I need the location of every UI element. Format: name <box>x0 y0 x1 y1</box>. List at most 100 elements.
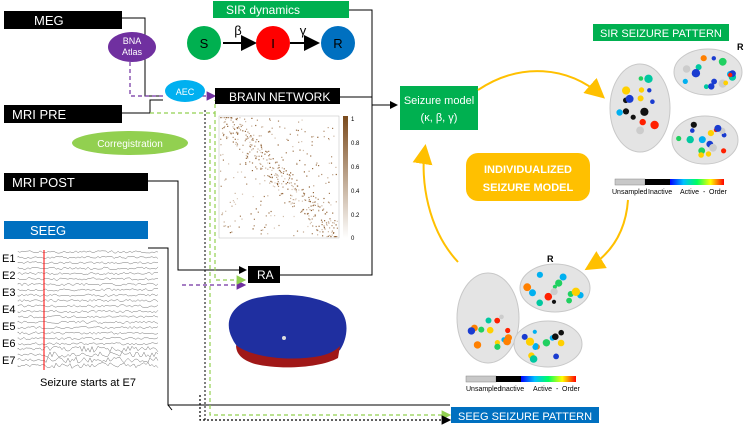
matrix-cell <box>335 224 337 226</box>
matrix-cell <box>312 201 314 204</box>
matrix-cell <box>258 155 260 157</box>
matrix-cell <box>225 178 227 180</box>
eeg-trace <box>17 361 159 369</box>
connectivity-matrix <box>218 115 340 239</box>
matrix-cell <box>333 227 335 229</box>
individualized-model: INDIVIDUALIZED SEIZURE MODEL <box>466 153 590 201</box>
matrix-cell <box>225 136 228 138</box>
matrix-cell <box>332 212 334 214</box>
matrix-cell <box>330 236 332 238</box>
matrix-cell <box>251 125 253 127</box>
matrix-cell <box>275 173 277 175</box>
matrix-cell <box>276 161 278 163</box>
electrode-contact <box>536 299 543 307</box>
matrix-cell <box>245 154 247 157</box>
seeg-electrode-dots <box>467 271 584 363</box>
matrix-cell <box>246 155 249 157</box>
electrode-contact <box>682 78 688 84</box>
matrix-cell <box>321 229 323 231</box>
matrix-cell <box>278 182 280 184</box>
eeg-trace <box>17 261 159 265</box>
matrix-cell <box>259 149 261 151</box>
matrix-cell <box>285 152 287 154</box>
eeg-trace <box>17 351 159 358</box>
matrix-cell <box>247 157 249 159</box>
matrix-cell <box>304 164 306 166</box>
matrix-cell <box>239 129 242 131</box>
electrode-contact <box>503 337 511 346</box>
matrix-cell <box>307 225 309 228</box>
matrix-cell <box>255 208 257 210</box>
matrix-cell <box>335 173 337 176</box>
matrix-cell <box>230 119 232 121</box>
matrix-cell <box>233 127 235 129</box>
matrix-cell <box>298 200 300 202</box>
matrix-cell <box>236 131 238 133</box>
seeg-legend-active <box>521 376 576 382</box>
matrix-cell <box>236 143 238 145</box>
matrix-cell <box>315 164 317 166</box>
matrix-cell <box>245 134 247 136</box>
matrix-cell <box>242 130 244 132</box>
matrix-cell <box>281 156 283 158</box>
seizure-onset-label: Seizure starts at E7 <box>40 377 136 389</box>
matrix-cell <box>220 185 222 187</box>
matrix-cell <box>244 118 246 120</box>
matrix-cell <box>235 132 237 134</box>
matrix-cell <box>301 141 303 143</box>
matrix-cell <box>323 225 325 227</box>
electrode-contact <box>486 326 494 334</box>
colorbar <box>343 116 348 238</box>
matrix-cell <box>336 236 338 238</box>
ra-brain <box>228 294 347 368</box>
seeg-legend-label: Active <box>533 386 552 393</box>
matrix-cell <box>230 117 232 119</box>
matrix-cell <box>317 198 319 200</box>
electrode-contact <box>552 284 558 289</box>
electrode-contact <box>690 121 697 128</box>
electrode-contact <box>536 271 544 278</box>
seeg-label: SEEG <box>30 223 66 238</box>
matrix-cell <box>261 155 263 157</box>
matrix-cell <box>321 224 323 226</box>
matrix-cell <box>290 197 292 199</box>
matrix-cell <box>278 169 280 171</box>
matrix-cell <box>311 141 313 143</box>
matrix-cell <box>296 179 298 181</box>
sir-legend-inactive <box>645 179 670 185</box>
meg-label: MEG <box>34 13 64 28</box>
matrix-cell <box>220 117 222 119</box>
matrix-cell <box>303 193 306 195</box>
seeg-seizure-pattern: R Unsampled Inactive Active - Order SEEG… <box>451 254 599 423</box>
matrix-cell <box>269 130 271 132</box>
matrix-cell <box>288 174 290 176</box>
matrix-cell <box>221 214 223 216</box>
matrix-cell <box>251 144 253 146</box>
electrode-contact <box>478 326 485 333</box>
electrode-contact <box>640 107 649 116</box>
matrix-cell <box>223 117 226 119</box>
electrode-contact <box>723 80 729 86</box>
colorbar-ticks: 1 0.8 0.6 0.4 0.2 0 <box>351 117 360 242</box>
matrix-cell <box>245 121 247 123</box>
matrix-cell <box>329 227 331 229</box>
matrix-cell <box>328 138 330 140</box>
matrix-cell <box>225 117 227 119</box>
electrode-contact <box>718 57 727 66</box>
matrix-cell <box>327 235 329 237</box>
matrix-cell <box>220 154 222 156</box>
seeg-legend-label: - <box>556 386 559 393</box>
electrode-contact <box>728 72 733 78</box>
matrix-cell <box>309 201 311 203</box>
matrix-cell <box>227 125 229 127</box>
channel-e5: E5 <box>2 321 15 333</box>
matrix-cell <box>232 121 234 123</box>
electrode-contact <box>690 128 695 133</box>
electrode-contact <box>647 88 652 93</box>
matrix-cell <box>301 195 303 197</box>
matrix-cell <box>277 178 279 181</box>
matrix-cell <box>310 155 312 157</box>
matrix-cell <box>324 220 326 222</box>
matrix-cell <box>295 129 298 131</box>
matrix-cell <box>223 221 225 223</box>
